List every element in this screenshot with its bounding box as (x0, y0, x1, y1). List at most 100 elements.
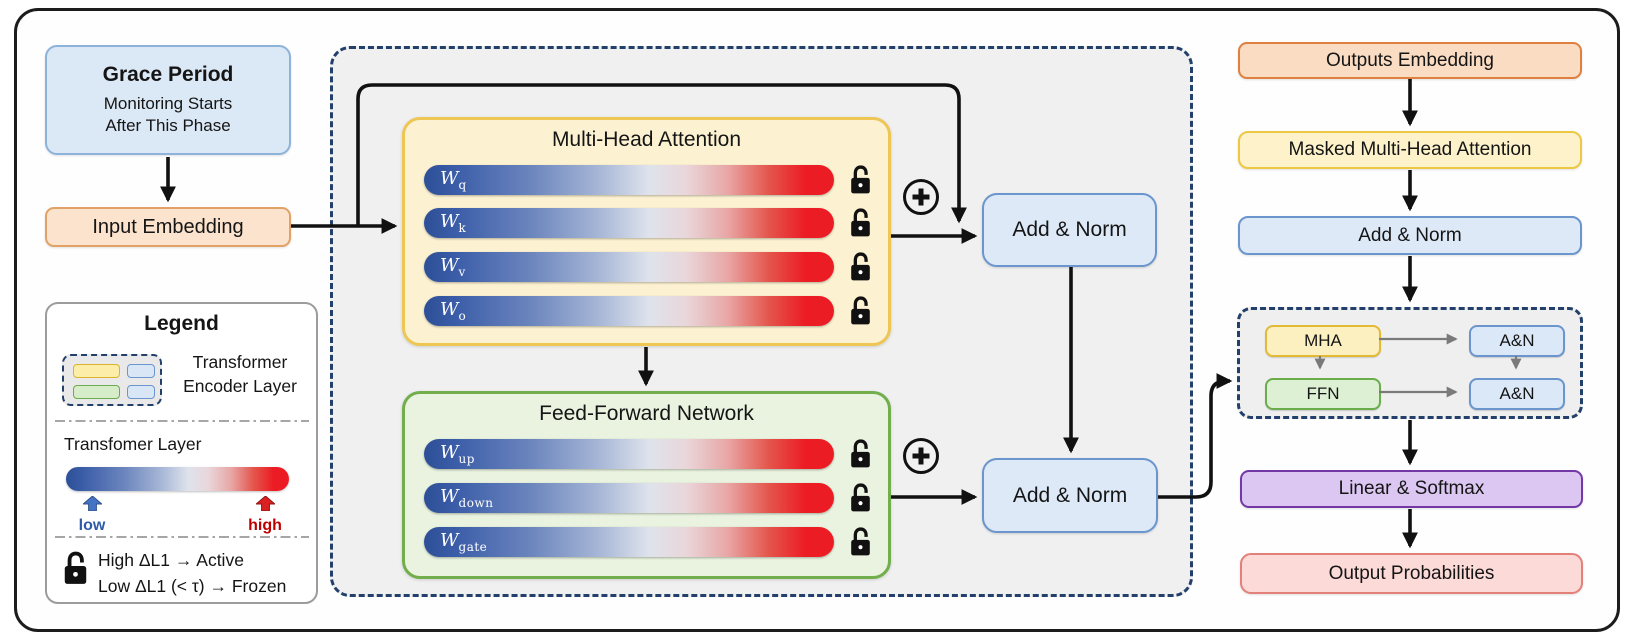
mini-an-top-label: A&N (1499, 331, 1535, 350)
add-norm-1-label: Add & Norm (1012, 218, 1127, 241)
wo-label: Wo (424, 298, 467, 323)
masked-mha-box: Masked Multi-Head Attention (1238, 131, 1582, 169)
wq-lock-cell (847, 164, 874, 196)
unlock-icon (851, 207, 870, 236)
wup-label-main: W (440, 441, 459, 463)
mini-ffn-chip: FFN (1265, 378, 1381, 410)
legend-title: Legend (144, 312, 219, 335)
legend-lock-text: High ΔL1 → Active Low ΔL1 (< τ) → Frozen (98, 547, 286, 600)
wo-gradient-bar: Wo (424, 296, 834, 326)
wv-gradient-bar: Wv (424, 252, 834, 282)
unlock-icon (851, 526, 870, 555)
multi-head-attention-box: Multi-Head Attention Wq Wk Wv Wo (402, 117, 891, 346)
unlock-icon (851, 164, 870, 193)
legend-lock-cell (60, 551, 91, 592)
wdown-label-main: W (440, 485, 459, 507)
legend-lock-line2: Low ΔL1 (< τ) → Frozen (98, 576, 287, 597)
weight-row-wdown: Wdown (424, 482, 874, 513)
wgate-label-main: W (440, 529, 459, 551)
wv-lock-cell (847, 251, 874, 283)
mini-encoder-layer-container: MHA A&N FFN A&N (1237, 307, 1583, 419)
wup-label: Wup (424, 441, 475, 466)
decoder-add-norm-label: Add & Norm (1358, 224, 1462, 246)
legend-encoder-line1: Transformer (192, 352, 288, 372)
outputs-embedding-label: Outputs Embedding (1326, 49, 1494, 71)
weight-row-wq: Wq (424, 164, 874, 196)
ffn-title: Feed-Forward Network (539, 402, 754, 425)
output-probabilities-box: Output Probabilities (1240, 553, 1583, 594)
outputs-embedding-box: Outputs Embedding (1238, 42, 1582, 79)
grace-period-box: Grace Period Monitoring Starts After Thi… (45, 45, 291, 155)
mini-an-bottom-chip: A&N (1469, 378, 1565, 410)
wq-label-main: W (440, 167, 459, 189)
mini-an-top-chip: A&N (1469, 325, 1565, 357)
up-arrow-icon-low (81, 495, 103, 512)
weight-row-wv: Wv (424, 251, 874, 283)
wq-label-sub: q (458, 177, 467, 192)
linear-softmax-label: Linear & Softmax (1338, 478, 1485, 499)
mha-title: Multi-Head Attention (551, 128, 742, 151)
input-embedding-label: Input Embedding (92, 215, 244, 238)
input-embedding-box: Input Embedding (45, 207, 291, 247)
encoder-layer-glyph (62, 354, 162, 406)
wv-label: Wv (424, 254, 466, 279)
weight-row-wgate: Wgate (424, 526, 874, 558)
wdown-label: Wdown (424, 485, 494, 510)
legend-box: Legend Transformer Encoder Layer Transfo… (45, 302, 318, 604)
wq-gradient-bar: Wq (424, 165, 834, 195)
masked-mha-label: Masked Multi-Head Attention (1288, 139, 1532, 160)
grace-period-title: Grace Period (102, 62, 234, 86)
wup-lock-cell (847, 438, 874, 470)
wup-label-sub: up (458, 451, 475, 466)
wk-label-main: W (440, 210, 459, 232)
wv-label-main: W (440, 254, 459, 276)
wv-label-sub: v (458, 264, 466, 279)
unlock-icon (851, 482, 870, 511)
legend-layer-label: Transfomer Layer (64, 434, 202, 454)
add-norm-box-1: Add & Norm (982, 193, 1157, 267)
unlock-icon (851, 251, 870, 280)
feed-forward-network-box: Feed-Forward Network Wup Wdown Wgate (402, 391, 891, 579)
grace-period-line1: Monitoring Starts (103, 93, 233, 113)
glyph-blue-chip-top (127, 364, 155, 378)
legend-high-label: high (248, 517, 282, 534)
legend-encoder-line2: Encoder Layer (183, 375, 297, 396)
wk-gradient-bar: Wk (424, 208, 834, 238)
unlock-icon (851, 295, 870, 324)
wgate-label: Wgate (424, 529, 488, 554)
wup-gradient-bar: Wup (424, 439, 834, 469)
legend-encoder-label: Transformer Encoder Layer (165, 351, 315, 398)
weight-row-wk: Wk (424, 207, 874, 238)
wk-label-sub: k (458, 220, 467, 235)
weight-row-wup: Wup (424, 438, 874, 470)
legend-low-indicator: low (62, 495, 122, 535)
linear-softmax-box: Linear & Softmax (1240, 470, 1583, 508)
up-arrow-icon-high (254, 495, 276, 512)
wo-label-main: W (440, 298, 459, 320)
legend-low-label: low (78, 517, 106, 534)
decoder-add-norm-box: Add & Norm (1238, 216, 1582, 255)
wdown-label-sub: down (458, 495, 494, 510)
wgate-label-sub: gate (458, 539, 488, 554)
output-probabilities-label: Output Probabilities (1328, 562, 1495, 584)
mini-an-bottom-label: A&N (1499, 384, 1535, 403)
wgate-lock-cell (847, 526, 874, 558)
add-norm-2-label: Add & Norm (1012, 483, 1128, 507)
add-norm-box-2: Add & Norm (982, 458, 1158, 533)
grace-period-subtitle: Monitoring Starts After This Phase (104, 93, 233, 138)
unlock-icon (851, 438, 870, 467)
glyph-blue-chip-bottom (127, 385, 155, 399)
wk-label: Wk (424, 210, 467, 235)
wo-label-sub: o (458, 308, 467, 323)
wo-lock-cell (847, 295, 874, 327)
weight-row-wo: Wo (424, 295, 874, 327)
unlock-icon (64, 551, 87, 584)
legend-high-indicator: high (235, 495, 295, 535)
mini-mha-label: MHA (1304, 331, 1342, 350)
legend-gradient-bar (66, 467, 289, 491)
wq-label: Wq (424, 167, 467, 192)
grace-period-line2: After This Phase (105, 116, 231, 135)
legend-lock-line1: High ΔL1 → Active (98, 550, 244, 570)
glyph-green-chip (73, 385, 120, 399)
